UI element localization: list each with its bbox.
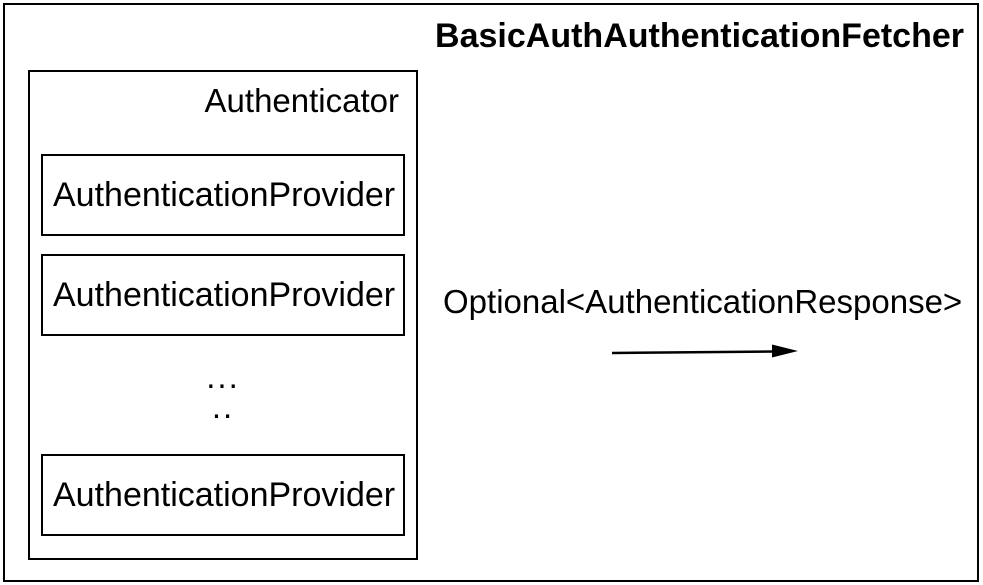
authenticator-box: Authenticator AuthenticationProvider Aut…	[28, 70, 418, 560]
authentication-response-label: Optional<AuthenticationResponse>	[443, 283, 963, 320]
basic-auth-authentication-fetcher-title: BasicAuthAuthenticationFetcher	[435, 17, 964, 55]
authentication-provider-box: AuthenticationProvider	[41, 154, 405, 236]
providers-ellipsis: ... ..	[41, 358, 405, 425]
providers-ellipsis-line: ..	[211, 388, 235, 425]
authenticator-label: Authenticator	[204, 82, 399, 119]
authentication-provider-label: AuthenticationProvider	[53, 176, 396, 214]
right-arrow-icon	[611, 344, 798, 358]
authentication-provider-label: AuthenticationProvider	[53, 476, 396, 514]
authentication-provider-label: AuthenticationProvider	[53, 276, 396, 314]
providers-ellipsis-line: ...	[206, 358, 240, 395]
authentication-provider-box: AuthenticationProvider	[41, 254, 405, 336]
authentication-provider-box: AuthenticationProvider	[41, 454, 405, 536]
basic-auth-authentication-fetcher-box: BasicAuthAuthenticationFetcher Authentic…	[3, 3, 979, 582]
